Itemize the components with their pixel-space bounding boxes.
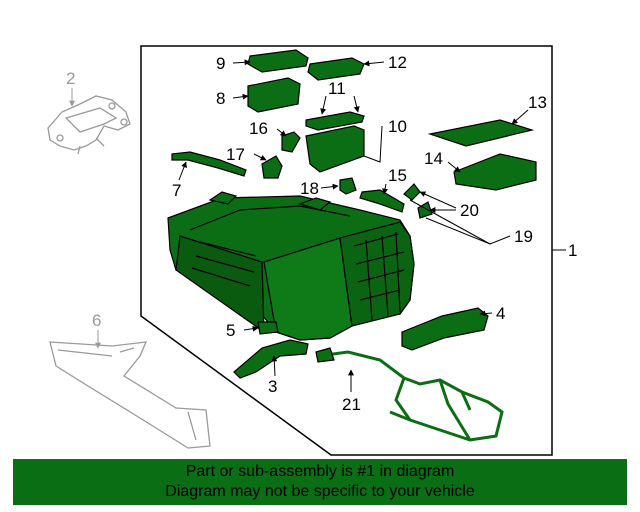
part-11-insert	[305, 111, 365, 131]
part-10-storage-tray	[305, 125, 365, 173]
part-16-cup-holder	[281, 131, 301, 153]
callout-14: 14	[424, 149, 443, 168]
callout-18: 18	[300, 179, 319, 198]
disclaimer-line-1: Part or sub-assembly is #1 in diagram	[185, 463, 455, 480]
callout-2: 2	[66, 69, 75, 88]
part-14-tray	[453, 153, 537, 191]
part-17-latch	[261, 155, 283, 179]
part-3-bracket	[233, 339, 309, 379]
part-5-block	[257, 321, 279, 335]
disclaimer-banner: Part or sub-assembly is #1 in diagram Di…	[13, 459, 627, 505]
callout-11: 11	[328, 79, 346, 98]
part-13-mat	[427, 119, 535, 147]
part-21-wiring-harness	[317, 350, 504, 442]
callout-20: 20	[460, 201, 479, 220]
leader-lines	[178, 59, 566, 392]
callout-5: 5	[226, 321, 235, 340]
part-1-console-body	[167, 191, 415, 341]
callout-1: 1	[568, 241, 577, 260]
part-6-trim-panel	[49, 341, 211, 449]
callout-19: 19	[514, 227, 533, 246]
part-20-clip	[403, 183, 421, 201]
disclaimer-line-2: Diagram may not be specific to your vehi…	[165, 483, 475, 500]
callout-15: 15	[388, 166, 407, 185]
part-9-lid	[247, 49, 309, 73]
callout-13: 13	[528, 93, 547, 112]
callout-17: 17	[226, 145, 245, 164]
callout-9: 9	[216, 54, 225, 73]
callout-4: 4	[496, 304, 505, 323]
callout-labels: 1 2 3 4 5 6 7 8 9 10 11 12 13 14 15 16 1…	[66, 53, 577, 414]
part-15-bracket	[359, 189, 405, 213]
callout-8: 8	[216, 89, 225, 108]
callout-12: 12	[388, 53, 407, 72]
assembly-boundary	[140, 45, 553, 456]
part-4-bracket	[401, 307, 489, 351]
callout-10: 10	[388, 117, 407, 136]
callout-6: 6	[92, 311, 101, 330]
callout-21: 21	[342, 395, 361, 414]
part-8-bin	[247, 77, 301, 113]
part-21-connector	[315, 347, 335, 363]
part-2-bracket	[47, 95, 131, 155]
callout-3: 3	[268, 377, 277, 396]
part-12-pad	[307, 57, 365, 81]
part-19-clip	[417, 201, 433, 219]
part-7-trim-strip	[171, 151, 247, 177]
part-18-switch	[339, 177, 357, 195]
callout-7: 7	[172, 181, 181, 200]
callout-16: 16	[249, 119, 268, 138]
ghost-leader-lines	[69, 88, 101, 349]
